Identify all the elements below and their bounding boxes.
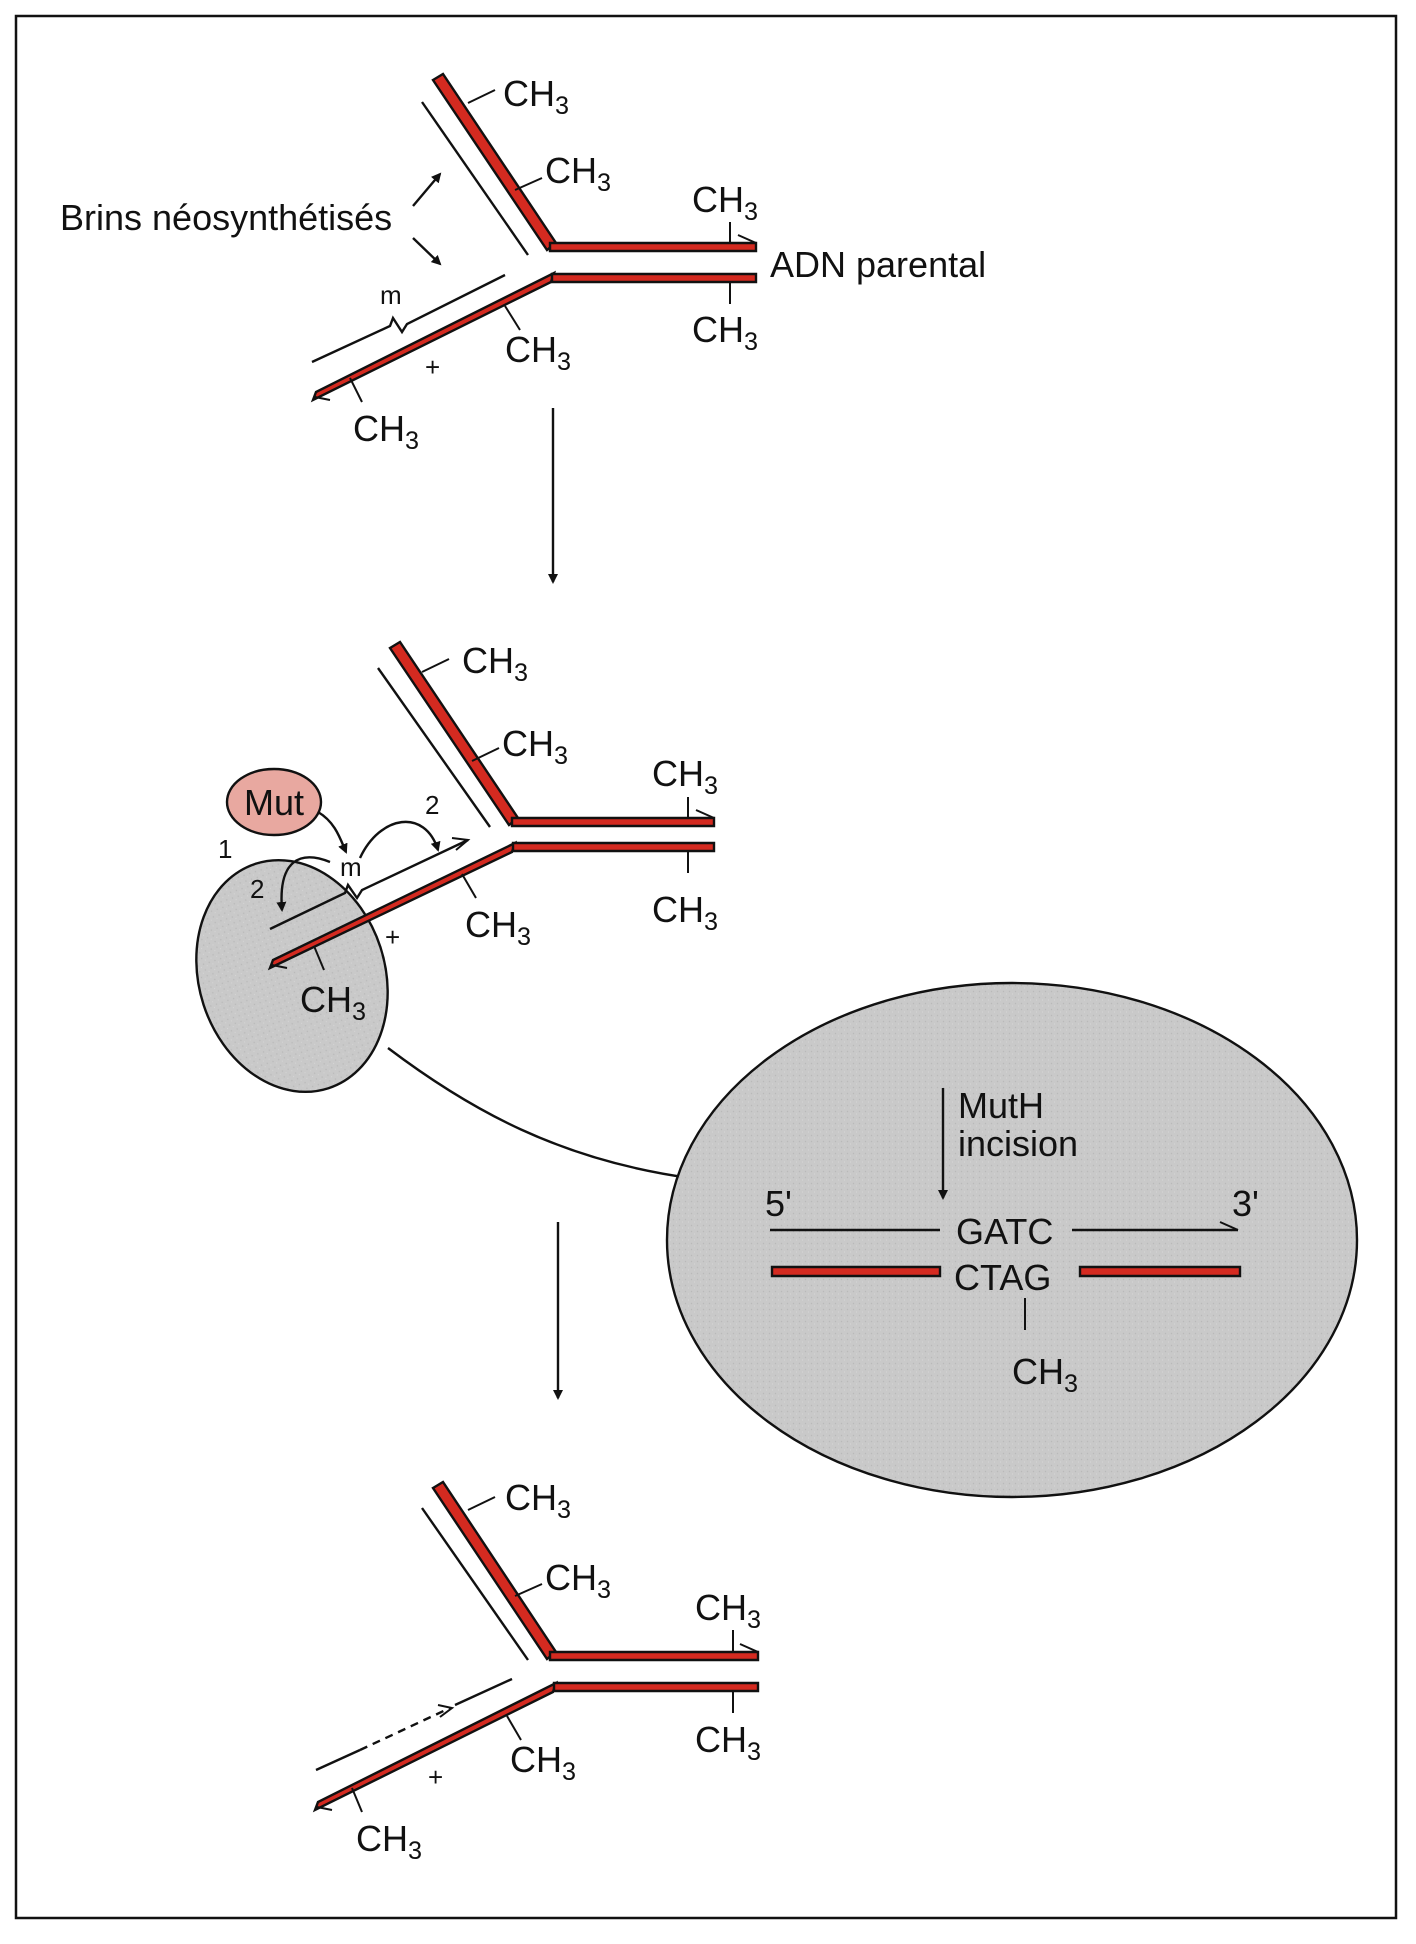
step-number-2-left: 2 (250, 874, 264, 904)
ch3-tick-e (504, 305, 521, 331)
arrow-to-upper-new-strand (412, 172, 442, 207)
ch3-label-g: CH3 (462, 640, 528, 687)
zoom-ch3-label: CH3 (1012, 1351, 1078, 1398)
new-strand-lower-3a (315, 1748, 361, 1772)
arrow-mut-to-mismatch (317, 810, 348, 854)
ch3-tick-b (514, 177, 543, 191)
ch3-tick-g (421, 658, 450, 673)
zoom-connector (387, 1047, 691, 1180)
ch3-tick-h (471, 747, 500, 762)
ch3-label-m: CH3 (505, 1477, 571, 1524)
ctag-label: CTAG (954, 1257, 1051, 1298)
arrow-scan-left (276, 856, 331, 912)
mismatch-label-1: m (380, 280, 402, 310)
ch3-label-f: CH3 (353, 408, 419, 455)
ch3-label-h: CH3 (502, 723, 568, 770)
muth-incision-zoom: MutH incision 5' 3' GATC CTAG CH3 (665, 981, 1359, 1499)
new-strand-lower-2 (269, 838, 469, 931)
ch3-label-a: CH3 (503, 73, 569, 120)
new-strand-lower-3prime-arrow (451, 837, 471, 851)
ch3-tick-q (506, 1715, 522, 1741)
plus-label-1: + (425, 352, 440, 382)
new-strand-upper-2 (377, 667, 491, 828)
parental-duplex-bottom-3 (552, 1681, 760, 1693)
ch3-label-o: CH3 (695, 1587, 761, 1634)
excised-gap-dashed (359, 1706, 451, 1752)
new-strand-lower-3b (454, 1677, 513, 1707)
ch3-label-l: CH3 (300, 979, 366, 1026)
ch3-label-d: CH3 (692, 309, 758, 356)
top-strand-3prime-arrow-1 (737, 234, 757, 244)
ch3-tick-r (351, 1787, 363, 1813)
ch3-tick-a (467, 89, 496, 104)
ch3-tick-l (313, 945, 325, 971)
brins-neosynthetises-label: Brins néosynthétisés (60, 197, 392, 238)
ch3-tick-f (349, 377, 363, 403)
parental-duplex-bottom-2 (511, 841, 716, 853)
ch3-label-j: CH3 (652, 889, 718, 936)
gatc-label: GATC (956, 1211, 1053, 1252)
ch3-label-c: CH3 (692, 179, 758, 226)
zoom-bottom-strand-right (1078, 1265, 1242, 1278)
bottom-strand-5prime-hook-3 (316, 1806, 333, 1811)
top-strand-3prime-arrow-3 (739, 1643, 759, 1653)
mismatch-label-2: m (340, 852, 362, 882)
top-strand-3prime-arrow-2 (695, 809, 715, 819)
step-number-2-right: 2 (425, 790, 439, 820)
new-strand-upper-3 (421, 1507, 529, 1661)
resynthesis-arrow (437, 1704, 455, 1718)
zoom-top-strand-3prime-arrow (1219, 1221, 1239, 1231)
arrow-to-lower-new-strand (412, 237, 442, 266)
adn-parental-label: ADN parental (770, 244, 986, 285)
ch3-label-k: CH3 (465, 904, 531, 951)
step-number-1: 1 (218, 834, 232, 864)
ch3-tick-m (467, 1496, 496, 1511)
stage-3-after-excision: CH3 CH3 CH3 CH3 CH3 CH3 + (312, 1477, 761, 1865)
stage-2-mut-recognition: CH3 CH3 CH3 CH3 CH3 CH3 m + 1 2 2 Mut (195, 640, 718, 1180)
stage-1-replication-fork: CH3 CH3 CH3 CH3 CH3 CH3 Brins néosynthét… (60, 72, 986, 455)
ch3-label-i: CH3 (652, 753, 718, 800)
parental-duplex-top-2 (510, 816, 716, 828)
parental-duplex-top-3 (548, 1650, 760, 1662)
five-prime-label: 5' (765, 1183, 792, 1224)
arrow-scan-right (358, 820, 441, 859)
plus-label-2: + (385, 922, 400, 952)
ch3-tick-k (461, 873, 477, 899)
ch3-tick-n (514, 1583, 543, 1597)
ch3-label-n: CH3 (545, 1557, 611, 1604)
plus-label-3: + (428, 1762, 443, 1792)
new-strand-upper-1 (421, 101, 529, 256)
figure-frame (14, 14, 1398, 1920)
mut-protein (225, 767, 323, 837)
parental-duplex-bottom-1 (550, 272, 758, 284)
bottom-strand-5prime-hook-2 (271, 964, 288, 969)
ch3-label-b: CH3 (545, 150, 611, 197)
bottom-strand-5prime-hook-1 (314, 396, 331, 401)
ch3-label-r: CH3 (356, 1818, 422, 1865)
ch3-label-p: CH3 (695, 1719, 761, 1766)
three-prime-label: 3' (1232, 1183, 1259, 1224)
ch3-label-q: CH3 (510, 1739, 576, 1786)
zoom-bottom-strand-left (770, 1265, 942, 1278)
zoom-ellipse (665, 981, 1359, 1499)
incision-label: incision (958, 1123, 1078, 1164)
parental-duplex-top-1 (548, 241, 758, 253)
ch3-label-e: CH3 (505, 329, 571, 376)
mut-label: Mut (244, 782, 304, 823)
new-strand-lower-1 (311, 273, 506, 364)
mut-complex-ellipse (195, 858, 389, 1094)
muth-label: MutH (958, 1085, 1044, 1126)
